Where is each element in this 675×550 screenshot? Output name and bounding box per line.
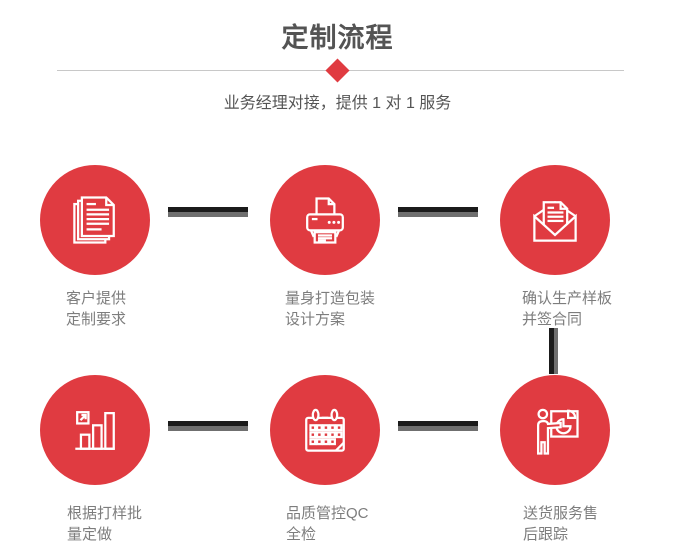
connector-step1-step2 [168,207,248,212]
documents-stack-icon [73,196,115,244]
step-label-6: 送货服务售 后跟踪 [523,505,599,543]
step-circle-2 [270,165,380,275]
envelope-letter-icon [533,200,577,242]
step-label-2: 量身打造包装 设计方案 [285,290,376,328]
connector-step3-step6 [549,328,554,374]
printer-icon [306,197,344,244]
connector-step4-step5 [168,421,248,426]
step-circle-4 [40,375,150,485]
connector-step2-step3 [398,207,478,212]
step-label-1: 客户提供 定制要求 [66,290,127,328]
bar-chart-growth-icon [75,411,115,450]
step-circle-3 [500,165,610,275]
step-circle-1 [40,165,150,275]
step-label-3: 确认生产样板 并签合同 [522,290,613,328]
page-title: 定制流程 [281,23,394,53]
step-circle-5 [270,375,380,485]
calendar-icon [305,408,345,452]
diamond-icon [325,58,350,83]
connector-step5-step6 [398,421,478,426]
step-label-5: 品质管控QC 全检 [286,505,369,543]
presentation-pie-chart-icon [537,408,579,455]
step-label-4: 根据打样批 量定做 [67,505,143,543]
subtitle: 业务经理对接，提供 1 对 1 服务 [223,95,452,112]
step-circle-6 [500,375,610,485]
